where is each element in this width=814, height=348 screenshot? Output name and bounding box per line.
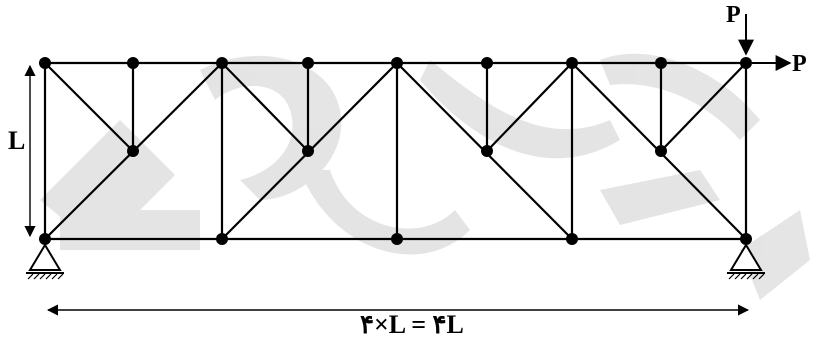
- joint: [39, 57, 51, 69]
- joint: [740, 57, 752, 69]
- member-d8: [659, 61, 748, 153]
- vertical-load-label: P: [726, 2, 741, 28]
- pin-support-icon: [727, 243, 765, 280]
- joint: [391, 57, 403, 69]
- joint: [481, 145, 493, 157]
- joint: [127, 57, 139, 69]
- joint: [740, 233, 752, 245]
- joint: [302, 57, 314, 69]
- joint: [481, 57, 493, 69]
- horizontal-load-label: P: [792, 51, 807, 77]
- joint: [216, 57, 228, 69]
- joint: [39, 233, 51, 245]
- pin-support-icon: [26, 243, 64, 280]
- joint: [566, 233, 578, 245]
- member-d1: [43, 61, 135, 153]
- joints: [39, 57, 752, 245]
- member-d3: [220, 61, 310, 153]
- joint: [655, 57, 667, 69]
- member-d6: [485, 61, 574, 153]
- joint: [127, 145, 139, 157]
- joint: [302, 145, 314, 157]
- height-label: L: [8, 126, 26, 155]
- joint: [391, 233, 403, 245]
- joint: [655, 145, 667, 157]
- joint: [566, 57, 578, 69]
- span-label: ۴×L = ۴L: [352, 312, 472, 338]
- joint: [216, 233, 228, 245]
